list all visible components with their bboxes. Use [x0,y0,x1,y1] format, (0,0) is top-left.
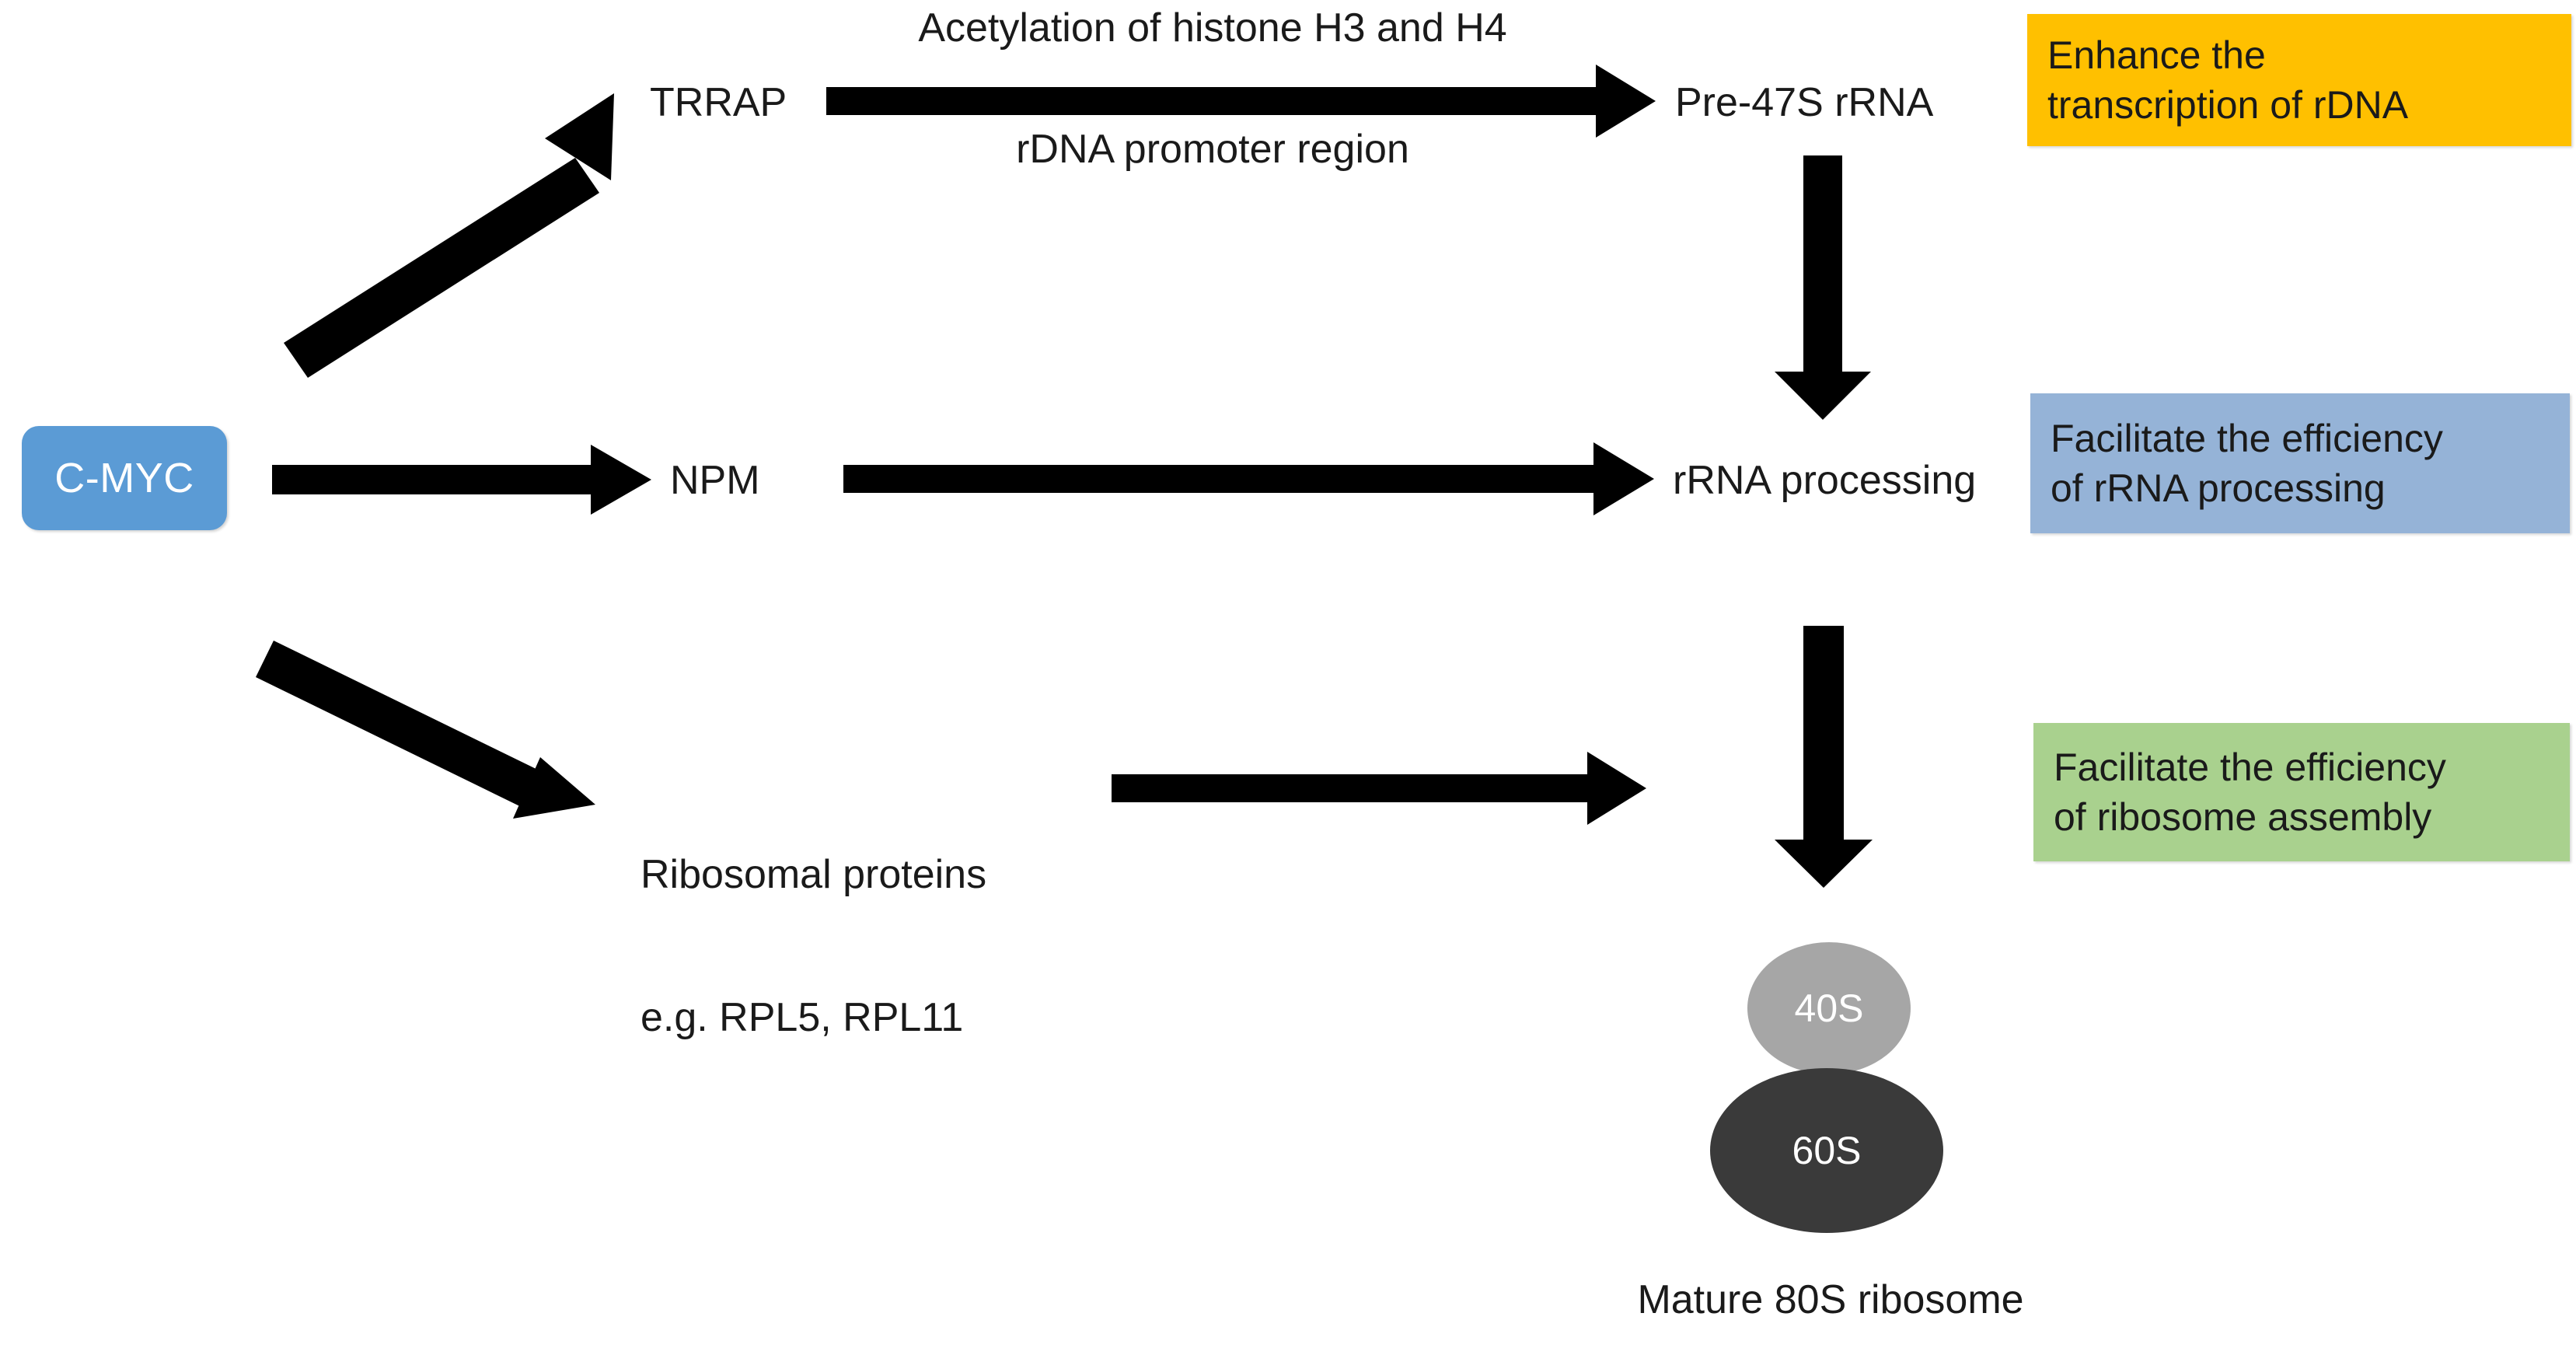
arrow-cmyc-to-ribosomal-proteins [256,641,595,819]
node-ribosomal-proteins[interactable]: Ribosomal proteins e.g. RPL5, RPL11 [641,756,986,1137]
node-c-myc-label: C-MYC [54,455,194,501]
arrow-pre47s-to-rrna-processing [1775,155,1871,420]
node-trrap[interactable]: TRRAP [650,80,787,125]
outcome-transcription-line1: Enhance the [2047,33,2266,77]
ribosome-60s-label: 60S [1792,1129,1862,1172]
outcome-box-ribosome-assembly[interactable]: Facilitate the efficiency of ribosome as… [2033,723,2570,861]
ribosome-small-subunit-40s[interactable]: 40S [1747,942,1911,1074]
arrow-ribosomal-proteins-to-assembly [1112,752,1646,825]
edge-label-acetylation: Acetylation of histone H3 and H4 [918,5,1507,51]
node-ribosomal-proteins-line1: Ribosomal proteins [641,851,987,897]
ribosome-caption: Mature 80S ribosome [1637,1277,2024,1322]
outcome-assembly-line2: of ribosome assembly [2054,795,2432,839]
ribosome-large-subunit-60s[interactable]: 60S [1710,1068,1943,1233]
node-c-myc[interactable]: C-MYC [22,426,227,530]
arrow-cmyc-to-npm [272,445,651,515]
outcome-rrna-line1: Facilitate the efficiency [2051,417,2443,460]
edge-label-rdna-promoter: rDNA promoter region [1016,127,1409,172]
node-npm[interactable]: NPM [670,458,760,503]
node-ribosomal-proteins-line2: e.g. RPL5, RPL11 [641,994,964,1040]
arrow-rrna-processing-to-ribosome [1775,626,1873,888]
outcome-assembly-line1: Facilitate the efficiency [2054,746,2446,789]
outcome-transcription-line2: transcription of rDNA [2047,83,2409,127]
arrow-npm-to-rrna-processing [843,442,1654,515]
node-rrna-processing[interactable]: rRNA processing [1673,458,1977,503]
ribosome-40s-label: 40S [1794,987,1864,1030]
outcome-box-rrna-processing[interactable]: Facilitate the efficiency of rRNA proces… [2030,393,2570,533]
outcome-box-transcription[interactable]: Enhance the transcription of rDNA [2027,14,2571,146]
outcome-rrna-line2: of rRNA processing [2051,466,2386,510]
node-pre-47s-rrna[interactable]: Pre-47S rRNA [1675,80,1934,125]
arrow-cmyc-to-trrap [284,93,614,378]
